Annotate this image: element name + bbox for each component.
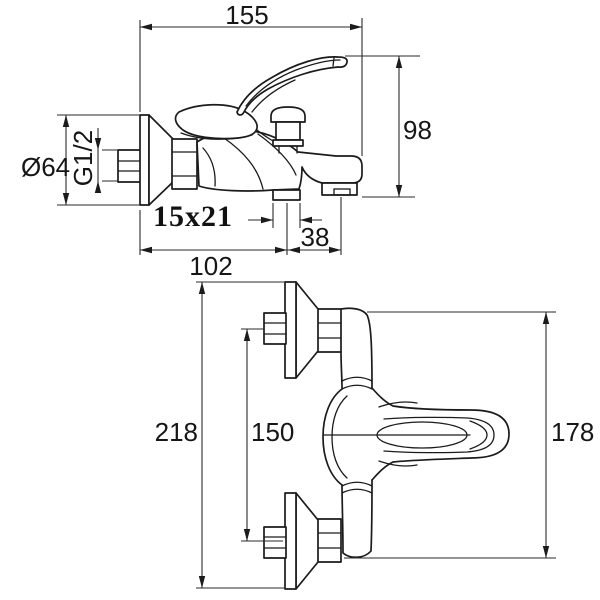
- aerator-notch: [333, 188, 351, 196]
- mounting-hex-nut: [171, 138, 198, 190]
- handle-cap-arc: [469, 420, 488, 450]
- lever-handle-inner-lines: [245, 57, 341, 113]
- handle-inner-outline: [383, 416, 495, 454]
- dim-98-arrow-bottom: [395, 185, 403, 197]
- front-view: [263, 281, 510, 590]
- diverter-neck-lines: [278, 145, 298, 154]
- front-top-hex-nut: [316, 308, 342, 353]
- dim-label-overall-depth: 155: [225, 0, 268, 30]
- dim-label-overall-height: 218: [155, 417, 198, 447]
- dim-155-arrow-right: [350, 23, 362, 31]
- dim-98-arrow-top: [395, 56, 403, 68]
- dim-15x21-arrow-right: [300, 216, 312, 224]
- front-top-flange-cone: [295, 281, 319, 379]
- body-and-spout-outline: [196, 129, 363, 192]
- dim-label-height: 98: [403, 115, 432, 145]
- dim-218-arrow-bottom: [198, 576, 206, 588]
- diverter-knob-cap: [270, 106, 306, 123]
- front-view-dimensions: 218 150 178: [155, 281, 594, 589]
- lever-handle-outline: [236, 56, 348, 116]
- dim-g12-lines: [97, 128, 118, 193]
- dome-base-lines: [180, 129, 274, 142]
- body-contour-lines: [202, 133, 297, 190]
- dim-178-arrow-top: [542, 312, 550, 324]
- dim-155-lines: [139, 18, 363, 156]
- hub-left-arc: [322, 388, 343, 486]
- dim-label-outlet-offset: 38: [301, 222, 330, 252]
- dim-38-102-lines: [139, 197, 342, 255]
- hub-inner-arc: [331, 395, 348, 479]
- dim-15x21-lines: [248, 203, 322, 228]
- hex-nut-facets: [171, 151, 198, 177]
- upper-neck-collar: [341, 376, 373, 390]
- wall-flange-plate: [139, 114, 150, 206]
- inlet-pipe-stub: [117, 149, 142, 183]
- side-view: [117, 56, 363, 206]
- front-top-nut-facets: [316, 322, 342, 339]
- diverter-knob-flange: [272, 139, 304, 147]
- dim-150-lines: [241, 328, 283, 542]
- dim-15x21-arrow-left: [261, 216, 273, 224]
- dim-102-arrow-right: [275, 246, 287, 254]
- dim-150-arrow-bottom: [243, 529, 251, 541]
- front-bottom-pipe-stub: [263, 526, 287, 559]
- lower-neck-collar: [341, 481, 373, 494]
- dim-218-arrow-top: [198, 282, 206, 294]
- dim-218-lines: [196, 281, 285, 589]
- handle-end-outline: [371, 387, 510, 481]
- dim-64-arrow-bottom: [62, 193, 70, 205]
- dim-g12-arrow-bottom: [94, 181, 102, 193]
- dim-155-arrow-left: [140, 23, 152, 31]
- shower-outlet-stub: [272, 189, 301, 201]
- side-view-dimensions: 155 98 Ø64 G1/2 15x21 38 102: [21, 0, 432, 281]
- dim-38-arrow-right: [329, 246, 341, 254]
- dim-98-lines: [345, 55, 420, 198]
- front-bottom-nut-facets: [316, 532, 342, 549]
- front-top-thread-lines: [263, 322, 287, 335]
- front-bottom-thread-lines: [263, 536, 287, 549]
- dim-g12-arrow-top: [94, 138, 102, 150]
- dim-label-wall-to-outlet: 102: [189, 251, 232, 281]
- dim-label-outlet-thread: 15x21: [153, 200, 233, 233]
- front-bottom-hex-nut: [316, 518, 342, 563]
- dim-label-flange-diameter: Ø64: [21, 152, 70, 182]
- handle-far-edges: [378, 401, 418, 467]
- wall-flange-cone: [148, 114, 175, 206]
- dim-178-arrow-bottom: [542, 546, 550, 558]
- dim-label-inlet-thread: G1/2: [68, 130, 98, 186]
- diverter-knob-stem: [275, 121, 301, 141]
- dim-178-lines: [344, 311, 556, 559]
- front-bottom-flange-cone: [295, 492, 319, 590]
- dim-64-arrow-top: [62, 115, 70, 127]
- dim-label-inlet-centres: 150: [251, 417, 294, 447]
- upper-neck-outline: [340, 307, 373, 389]
- front-top-pipe-stub: [263, 312, 287, 345]
- dim-102-arrow-left: [140, 246, 152, 254]
- inlet-thread-lines: [117, 160, 142, 172]
- dim-38-arrow-left: [288, 246, 300, 254]
- dim-label-body-height: 178: [551, 417, 594, 447]
- dim-64-lines: [57, 114, 140, 206]
- dim-150-arrow-top: [243, 329, 251, 341]
